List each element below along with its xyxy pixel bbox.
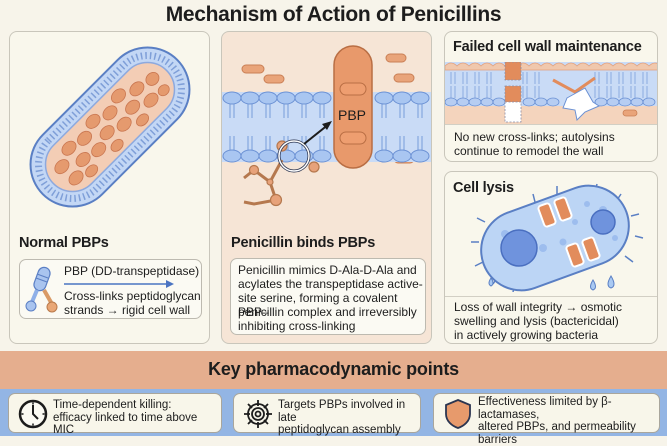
panel-cell-lysis: Cell lysis Loss of wall integrity → osmo… bbox=[444, 171, 658, 344]
text-line: continue to remodel the wall bbox=[454, 144, 603, 158]
text-line: Penicillin mimics D-Ala-D-Ala and bbox=[238, 263, 417, 277]
text-line: efficacy linked to time above MIC bbox=[53, 412, 221, 437]
key-point-card: Effectiveness limited by β-lactamases, a… bbox=[433, 393, 660, 433]
panel-normal-pbps: Normal PBPs PBP (DD-transpeptidase) Cros… bbox=[9, 31, 210, 344]
page-title: Mechanism of Action of Penicillins bbox=[0, 3, 667, 27]
text-line: Targets PBPs involved in late bbox=[278, 399, 420, 424]
pbp-protein-icon bbox=[22, 262, 62, 318]
damaged-membrane-illustration bbox=[445, 62, 658, 124]
text-line: Time-dependent killing: bbox=[53, 399, 221, 412]
pbp-heading: PBP (DD-transpeptidase) bbox=[64, 264, 199, 278]
text-line: Effectiveness limited by β-lactamases, bbox=[478, 396, 659, 421]
bacterium-cell-icon bbox=[10, 32, 210, 222]
pbp-description-line: Cross-links peptidoglycan bbox=[64, 289, 201, 303]
text-line: penicillin complex and irreversibly bbox=[238, 305, 417, 319]
key-point-card: Targets PBPs involved in late peptidogly… bbox=[233, 393, 421, 433]
target-icon bbox=[243, 399, 273, 429]
text-line: peptidoglycan assembly bbox=[278, 424, 420, 437]
key-point-text: Effectiveness limited by β-lactamases, a… bbox=[478, 396, 659, 446]
text-line: barriers bbox=[478, 434, 659, 446]
key-point-text: Targets PBPs involved in late peptidogly… bbox=[278, 399, 420, 437]
text-line: altered PBPs, and permeability bbox=[478, 421, 659, 434]
panel-title: Normal PBPs bbox=[19, 235, 109, 251]
arrow-right-icon bbox=[64, 280, 174, 288]
panel-penicillin-binds: PBP Penicillin binds PBPs Penicillin mim… bbox=[221, 31, 432, 344]
key-point-text: Time-dependent killing: efficacy linked … bbox=[53, 399, 221, 437]
pbp-info-box: PBP (DD-transpeptidase) Cross-links pept… bbox=[19, 259, 202, 319]
clock-icon bbox=[18, 399, 48, 429]
pbp-label: PBP bbox=[338, 107, 366, 123]
text-line: Loss of wall integrity → osmotic bbox=[454, 300, 622, 314]
key-point-card: Time-dependent killing: efficacy linked … bbox=[8, 393, 222, 433]
lysing-bacterium-illustration bbox=[445, 182, 658, 292]
panel-title: Penicillin binds PBPs bbox=[231, 235, 375, 251]
text-line: acylates the transpeptidase active- bbox=[238, 277, 423, 291]
mechanism-text-box: Penicillin mimics D-Ala-D-Ala and acylat… bbox=[230, 258, 426, 335]
text-line: No new cross-links; autolysins bbox=[454, 130, 615, 144]
pbp-description-line: strands → rigid cell wall bbox=[64, 303, 190, 317]
text-line: inhibiting cross-linking bbox=[238, 319, 355, 333]
panel-failed-maintenance: Failed cell wall maintenance No new cros… bbox=[444, 31, 658, 162]
text-line: swelling and lysis (bactericidal) bbox=[454, 314, 619, 328]
key-points-title: Key pharmacodynamic points bbox=[0, 359, 667, 380]
text-line: in actively growing bacteria bbox=[454, 328, 598, 342]
membrane-pbp-illustration bbox=[222, 32, 432, 222]
panel-title: Failed cell wall maintenance bbox=[453, 39, 642, 55]
shield-icon bbox=[443, 398, 473, 430]
